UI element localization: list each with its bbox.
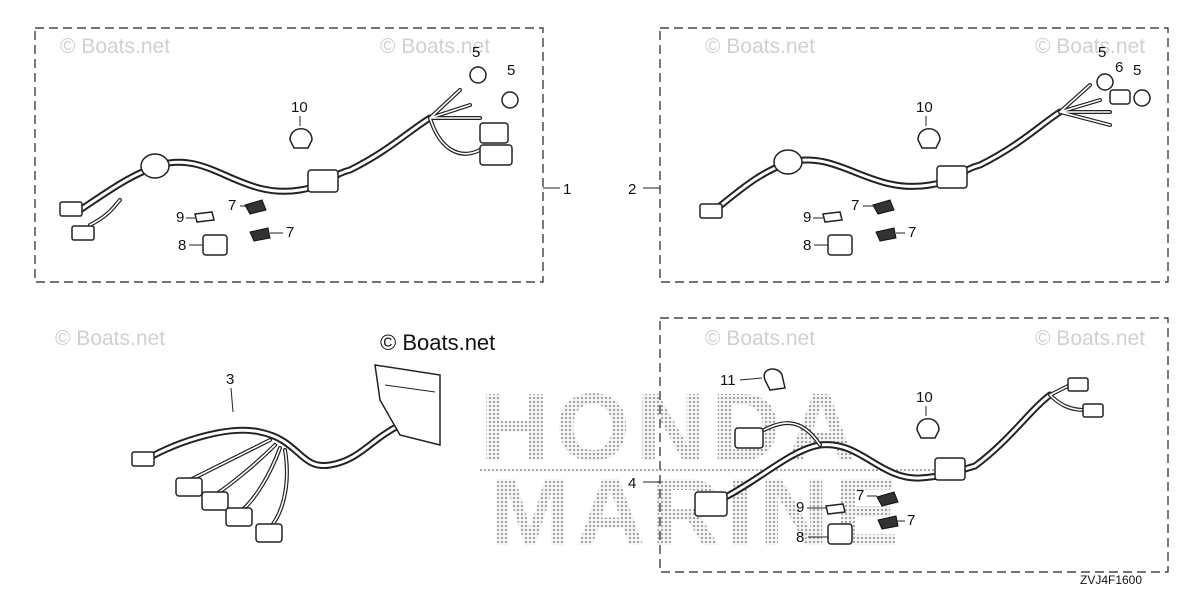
wire-clamp [289,128,313,149]
callout-7: 7 [851,197,859,214]
cable-tie [875,227,897,242]
callout-10: 10 [916,99,933,116]
watermark-text: © Boats.net [705,35,815,58]
grommet [773,149,803,175]
connector [479,122,509,144]
wire-clip [763,368,786,391]
tag [822,211,843,223]
callout-1: 1 [563,181,571,198]
junction-block [934,457,966,481]
cable-tie [244,199,267,215]
grommet [501,91,519,109]
connector [131,451,155,467]
connector [201,491,229,511]
assembly-box-1: 1 5 5 10 7 7 9 8 [34,27,571,283]
grommet [1133,89,1151,107]
diagram-code: ZVJ4F1600 [1080,573,1142,587]
callout-9: 9 [796,499,804,516]
callout-8: 8 [178,237,186,254]
copyright-text: © Boats.net [380,330,495,355]
watermark-text: © Boats.net [1035,327,1145,350]
callout-5: 5 [1098,44,1106,61]
tag [194,211,215,223]
spacer [1109,89,1131,105]
connector [694,491,728,517]
connector-cap [202,234,228,256]
watermark-text: © Boats.net [380,35,490,58]
callout-2: 2 [628,181,636,198]
connector [1067,377,1089,392]
watermark-text: © Boats.net [55,327,165,350]
connector [734,427,764,449]
grommet [469,66,487,84]
callout-6: 6 [1115,59,1123,76]
callout-10: 10 [916,389,933,406]
brand-line-1: HONDA [480,374,862,481]
callout-9: 9 [176,209,184,226]
junction-block [307,169,339,193]
callout-8: 8 [803,237,811,254]
callout-7: 7 [908,224,916,241]
callout-4: 4 [628,475,636,492]
multi-pin-connector [374,364,441,446]
callout-5: 5 [507,62,515,79]
wire-clamp [916,418,940,439]
connector-cap [827,234,853,256]
connector [175,477,203,497]
watermark-text: © Boats.net [705,327,815,350]
callout-7: 7 [907,512,915,529]
callout-7: 7 [856,487,864,504]
grommet [1096,73,1114,91]
connector [71,225,95,241]
connector [699,203,723,219]
grommet [140,153,170,179]
connector [1082,403,1104,418]
connector [59,201,83,217]
callout-8: 8 [796,529,804,546]
brand-watermark: HONDA MARINE [480,374,940,566]
wire-clamp [917,128,941,149]
assembly-box-4: 4 11 10 7 7 9 8 [628,317,1169,573]
callout-9: 9 [803,209,811,226]
cable-tie [872,199,895,215]
cable-tie [249,227,271,242]
cable-tie [876,491,899,507]
watermark-text: © Boats.net [1035,35,1145,58]
callout-3: 3 [226,371,234,388]
connector-cap [827,523,853,545]
tag [825,503,846,515]
callout-11: 11 [720,372,736,389]
assembly-3: 3 [131,364,441,543]
callout-7: 7 [286,224,294,241]
callout-5: 5 [1133,62,1141,79]
watermark-text: © Boats.net [60,35,170,58]
watermarks: © Boats.net © Boats.net © Boats.net © Bo… [55,35,1145,350]
callout-7: 7 [228,197,236,214]
connector [225,507,253,527]
callout-10: 10 [291,99,308,116]
cable-tie [877,515,899,530]
connector [479,144,513,166]
callout-5: 5 [472,44,480,61]
assembly-box-2: 2 5 6 5 10 7 7 9 8 [628,27,1169,283]
connector [255,523,283,543]
junction-block [936,165,968,189]
